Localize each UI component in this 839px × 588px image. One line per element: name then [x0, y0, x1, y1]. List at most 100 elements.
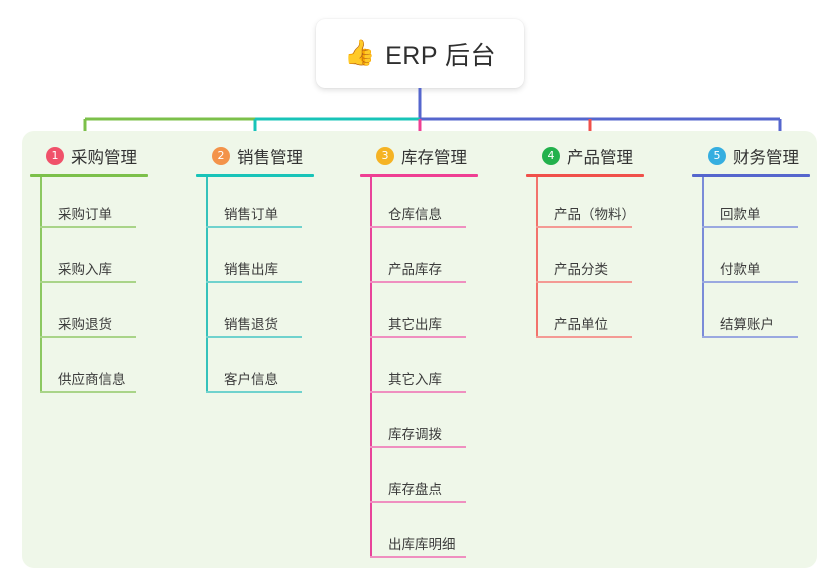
leaf-item[interactable]: 其它出库 — [360, 287, 515, 342]
leaf-item-label: 采购订单 — [58, 207, 112, 222]
leaf-item[interactable]: 供应商信息 — [30, 342, 180, 397]
leaf-item-rule — [40, 281, 136, 283]
leaf-item[interactable]: 付款单 — [692, 232, 839, 287]
leaf-item[interactable]: 仓库信息 — [360, 177, 515, 232]
branch-title-inventory: 库存管理 — [401, 149, 467, 167]
branch-number-badge-purchase: 1 — [46, 147, 64, 165]
leaf-item[interactable]: 其它入库 — [360, 342, 515, 397]
leaf-item[interactable]: 产品库存 — [360, 232, 515, 287]
branch-leaf-list-finance: 回款单付款单结算账户 — [692, 177, 839, 342]
leaf-item-label: 销售退货 — [224, 317, 278, 332]
leaf-item-rule — [40, 391, 136, 393]
leaf-item-label: 产品单位 — [554, 317, 608, 332]
leaf-item-label: 付款单 — [720, 262, 761, 277]
leaf-item[interactable]: 回款单 — [692, 177, 839, 232]
leaf-item[interactable]: 采购订单 — [30, 177, 180, 232]
branch-header-sales[interactable]: 2 销售管理 — [196, 143, 346, 169]
branch-header-inventory[interactable]: 3 库存管理 — [360, 143, 515, 169]
branch-header-rule-finance — [692, 174, 810, 177]
leaf-item-label: 库存调拨 — [388, 427, 442, 442]
leaf-item[interactable]: 产品分类 — [526, 232, 686, 287]
branch-leaf-list-product: 产品（物料） 产品分类产品单位 — [526, 177, 686, 342]
branch-number-badge-inventory: 3 — [376, 147, 394, 165]
leaf-item-label: 销售出库 — [224, 262, 278, 277]
branch-spine-inventory — [370, 177, 372, 558]
branch-spine-finance — [702, 177, 704, 338]
leaf-item-rule — [370, 391, 466, 393]
leaf-item[interactable]: 出库库明细 — [360, 507, 515, 562]
branch-column-sales: 2 销售管理销售订单销售出库销售退货客户信息 — [196, 143, 346, 397]
leaf-item-label: 库存盘点 — [388, 482, 442, 497]
branch-header-rule-inventory — [360, 174, 478, 177]
branch-number-badge-sales: 2 — [212, 147, 230, 165]
leaf-item[interactable]: 销售退货 — [196, 287, 346, 342]
branch-spine-sales — [206, 177, 208, 393]
branch-leaf-list-purchase: 采购订单采购入库采购退货供应商信息 — [30, 177, 180, 397]
root-node-card[interactable]: 👍 ERP 后台 — [316, 19, 524, 88]
leaf-item-label: 产品分类 — [554, 262, 608, 277]
branch-leaf-list-inventory: 仓库信息产品库存其它出库其它入库库存调拨库存盘点出库库明细 — [360, 177, 515, 562]
leaf-item-label: 仓库信息 — [388, 207, 442, 222]
leaf-item-rule — [40, 336, 136, 338]
branch-title-purchase: 采购管理 — [71, 149, 137, 167]
leaf-item[interactable]: 库存盘点 — [360, 452, 515, 507]
branch-leaf-list-sales: 销售订单销售出库销售退货客户信息 — [196, 177, 346, 397]
leaf-item-label: 产品（物料） — [554, 207, 635, 222]
branch-column-finance: 5 财务管理回款单付款单结算账户 — [692, 143, 839, 342]
leaf-item-label: 回款单 — [720, 207, 761, 222]
branch-header-purchase[interactable]: 1 采购管理 — [30, 143, 180, 169]
leaf-item-label: 供应商信息 — [58, 372, 126, 387]
leaf-item[interactable]: 结算账户 — [692, 287, 839, 342]
leaf-item-rule — [702, 336, 798, 338]
branch-column-purchase: 1 采购管理采购订单采购入库采购退货供应商信息 — [30, 143, 180, 397]
leaf-item-label: 结算账户 — [720, 317, 774, 332]
leaf-item-rule — [536, 336, 632, 338]
leaf-item[interactable]: 采购退货 — [30, 287, 180, 342]
root-node-title: ERP 后台 — [385, 41, 497, 70]
branch-number-badge-finance: 5 — [708, 147, 726, 165]
leaf-item-rule — [206, 336, 302, 338]
leaf-item-label: 产品库存 — [388, 262, 442, 277]
leaf-item[interactable]: 产品（物料） — [526, 177, 686, 232]
branch-header-rule-purchase — [30, 174, 148, 177]
leaf-item-label: 销售订单 — [224, 207, 278, 222]
leaf-item-rule — [370, 336, 466, 338]
leaf-item-rule — [206, 226, 302, 228]
leaf-item-label: 其它入库 — [388, 372, 442, 387]
branch-header-finance[interactable]: 5 财务管理 — [692, 143, 839, 169]
leaf-item-rule — [40, 226, 136, 228]
leaf-item-label: 出库库明细 — [388, 537, 456, 552]
thumbs-up-icon: 👍 — [343, 39, 376, 67]
leaf-item-rule — [370, 446, 466, 448]
branches-panel — [22, 131, 817, 568]
leaf-item-rule — [206, 281, 302, 283]
leaf-item-rule — [536, 281, 632, 283]
leaf-item-rule — [702, 281, 798, 283]
branch-number-badge-product: 4 — [542, 147, 560, 165]
branch-title-finance: 财务管理 — [733, 149, 799, 167]
leaf-item-label: 客户信息 — [224, 372, 278, 387]
leaf-item-label: 其它出库 — [388, 317, 442, 332]
branch-title-sales: 销售管理 — [237, 149, 303, 167]
leaf-item-label: 采购退货 — [58, 317, 112, 332]
leaf-item-rule — [370, 281, 466, 283]
leaf-item[interactable]: 库存调拨 — [360, 397, 515, 452]
leaf-item-rule — [536, 226, 632, 228]
leaf-item-label: 采购入库 — [58, 262, 112, 277]
leaf-item-rule — [370, 556, 466, 558]
branch-header-rule-sales — [196, 174, 314, 177]
leaf-item-rule — [370, 501, 466, 503]
leaf-item[interactable]: 产品单位 — [526, 287, 686, 342]
leaf-item[interactable]: 销售订单 — [196, 177, 346, 232]
leaf-item[interactable]: 销售出库 — [196, 232, 346, 287]
leaf-item-rule — [370, 226, 466, 228]
branch-column-inventory: 3 库存管理仓库信息产品库存其它出库其它入库库存调拨库存盘点出库库明细 — [360, 143, 515, 562]
leaf-item[interactable]: 采购入库 — [30, 232, 180, 287]
leaf-item[interactable]: 客户信息 — [196, 342, 346, 397]
leaf-item-rule — [206, 391, 302, 393]
leaf-item-rule — [702, 226, 798, 228]
branch-header-rule-product — [526, 174, 644, 177]
branch-spine-product — [536, 177, 538, 338]
